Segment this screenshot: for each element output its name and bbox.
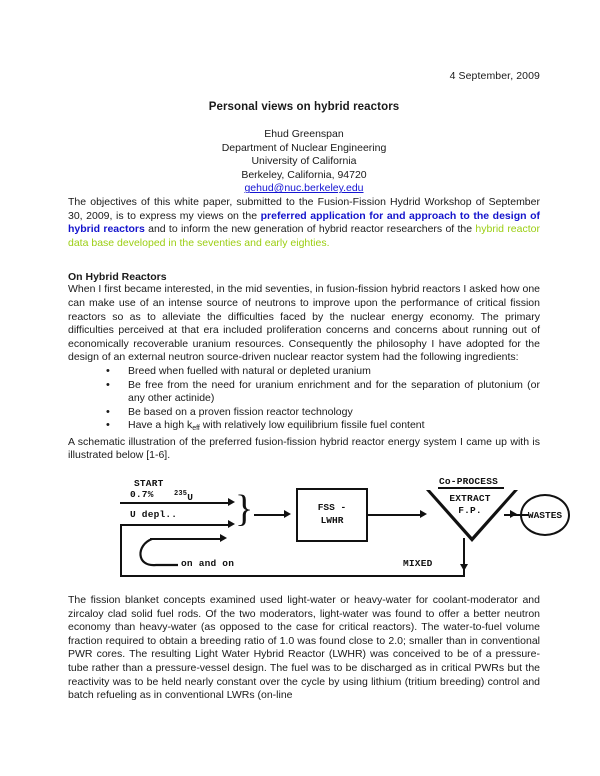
keff-subscript: eff: [192, 425, 200, 433]
diagram-triangle-line1: EXTRACT: [449, 493, 491, 505]
document-date: 4 September, 2009: [449, 70, 540, 82]
author-location: Berkeley, California, 94720: [241, 168, 367, 181]
diagram-line-mixed-return: [120, 575, 465, 578]
paragraph-last: The fission blanket concepts examined us…: [68, 594, 540, 702]
diagram-box-line2: LWHR: [320, 515, 344, 527]
diagram-line-brace-to-box: [254, 514, 286, 517]
diagram-line-return-up: [120, 524, 123, 578]
author-block: Ehud Greenspan Department of Nuclear Eng…: [68, 128, 540, 196]
ingredients-list: Breed when fuelled with natural or deple…: [68, 365, 540, 436]
diagram-triangle-line2: F.P.: [458, 505, 482, 517]
abstract-text-part3: .: [326, 236, 330, 249]
diagram-label-onandon: on and on: [181, 558, 235, 570]
author-institution: University of California: [251, 155, 357, 168]
list-item: Breed when fuelled with natural or deple…: [106, 365, 540, 379]
diagram-label-coprocess: Co-PROCESS: [439, 476, 499, 488]
list-item: Be free from the need for uranium enrich…: [106, 379, 540, 406]
diagram-circle-wastes: WASTES: [520, 494, 570, 537]
u235-superscript: 235: [174, 490, 188, 499]
diagram-box-fss-lwhr: FSS - LWHR: [296, 488, 368, 543]
diagram-arrow-to-triangle: [420, 509, 427, 518]
page-content: 4 September, 2009 Personal views on hybr…: [68, 0, 570, 703]
list-item: Be based on a proven fission reactor tec…: [106, 406, 540, 420]
diagram-line-box-to-triangle: [368, 514, 423, 517]
diagram-brace: }: [235, 488, 254, 531]
abstract-highlight-green: hybrid reactor data base developed in th…: [68, 223, 540, 249]
diagram-arrow-to-wastes: [510, 509, 517, 518]
diagram-label-u235: 235U: [174, 489, 193, 503]
abstract-text-part1: The objectives of this white paper, subm…: [68, 195, 540, 222]
diagram-recycle-curve-icon: [139, 538, 178, 567]
u235-symbol: U: [187, 492, 194, 504]
diagram-line-top-input: [120, 502, 230, 505]
keff-text-after: with relatively low equilibrium fissile …: [199, 419, 425, 432]
hybrid-reactor-schematic-diagram: START 0.7% 235U U depl.. } FSS - LWHR: [68, 476, 570, 594]
page-title: Personal views on hybrid reactors: [208, 101, 400, 113]
paragraph-after-bullets: A schematic illustration of the preferre…: [68, 435, 540, 462]
diagram-arrow-top-input: [228, 497, 235, 506]
diagram-line-recycle-input: [150, 538, 222, 541]
abstract-paragraph: The objectives of this white paper, subm…: [68, 196, 540, 250]
diagram-label-start: START: [134, 478, 164, 490]
list-item: Have a high keff with relatively low equ…: [106, 419, 540, 436]
diagram-arrow-to-box: [284, 509, 291, 518]
diagram-line-mixed-down: [463, 538, 466, 578]
abstract-text-part2: and to inform the new generation of hybr…: [144, 223, 476, 236]
diagram-label-mixed: MIXED: [403, 558, 433, 570]
diagram-line-second-input: [120, 524, 230, 527]
author-department: Department of Nuclear Engineering: [221, 141, 387, 154]
diagram-arrow-recycle-input: [220, 533, 227, 542]
author-email-link[interactable]: gehud@nuc.berkeley.edu: [244, 182, 364, 195]
diagram-arrow-second-input: [228, 519, 235, 528]
author-name: Ehud Greenspan: [264, 128, 344, 140]
diagram-label-udepl: U depl..: [130, 509, 178, 521]
keff-text-before: Have a high k: [128, 419, 193, 432]
diagram-label-enrichment: 0.7%: [130, 489, 154, 501]
diagram-triangle-inner: [429, 490, 514, 538]
paragraph-one: When I first became interested, in the m…: [68, 283, 540, 364]
diagram-coprocess-underline: [438, 487, 504, 489]
abstract-highlight-blue: preferred application for and approach t…: [68, 209, 540, 236]
diagram-arrow-mixed-down: [459, 564, 468, 572]
diagram-box-line1: FSS -: [317, 502, 347, 514]
section-heading: On Hybrid Reactors: [68, 271, 167, 284]
